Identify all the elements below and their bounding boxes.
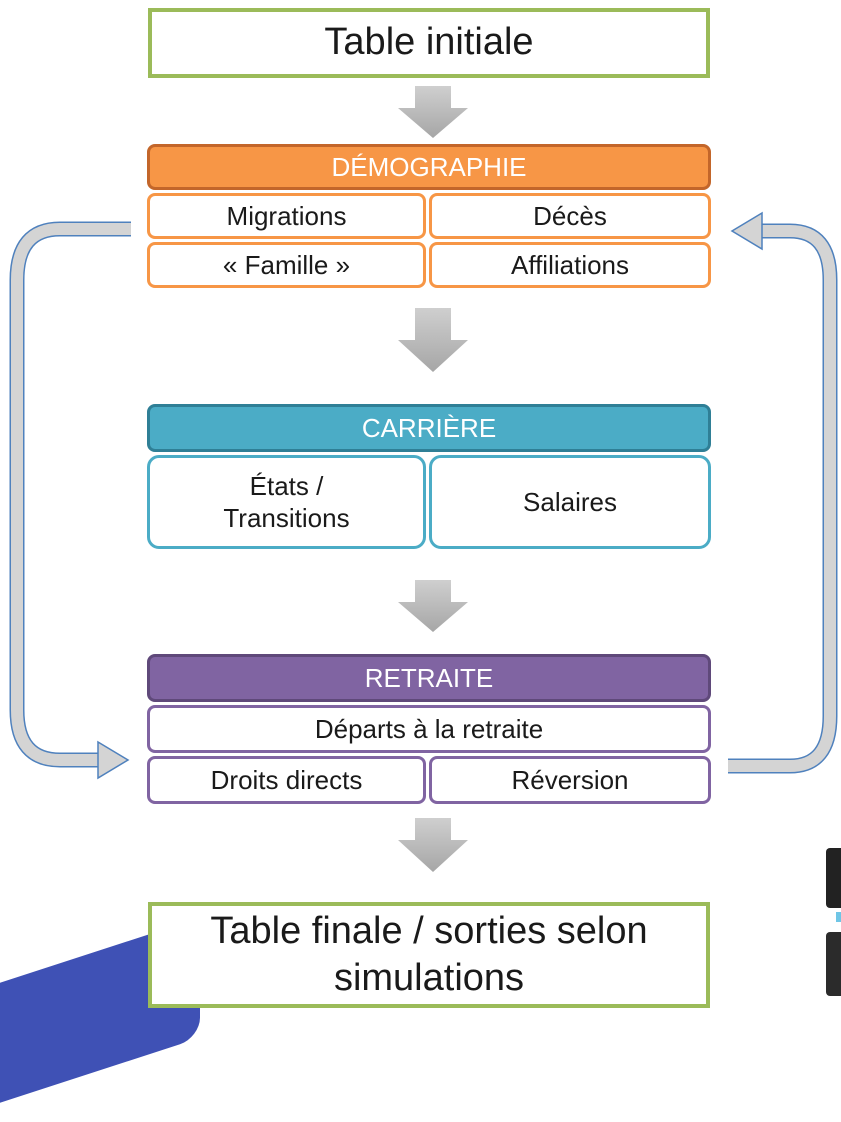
carriere-cell-salaires: Salaires [429,455,711,549]
demographie-cell-affiliations: Affiliations [429,242,711,288]
carriere-cell-label: Salaires [523,486,617,517]
demographie-cell-label: Migrations [226,200,347,231]
demographie-cell-label: Décès [533,200,607,231]
carriere-header: CARRIÈRE [147,404,711,452]
retraite-cell-label: Droits directs [210,764,363,795]
final-table-label: Table finale / sorties selon simulations [210,909,648,1000]
demographie-header-label: DÉMOGRAPHIE [331,151,527,182]
demographie-cell-label: Affiliations [510,249,630,280]
down-arrow-4 [398,818,468,872]
carriere-header-label: CARRIÈRE [361,412,497,443]
demographie-cell-famille: « Famille » [147,242,426,288]
right-loop-arrow [728,211,838,774]
decorative-thumbnail-strip [836,912,841,922]
demographie-cell-deces: Décès [429,193,711,239]
retraite-departs: Départs à la retraite [147,705,711,753]
demographie-cell-label: « Famille » [222,249,351,280]
flow-connectors [9,86,838,872]
final-table-box: Table finale / sorties selon simulations [148,902,710,1008]
initial-table-box: Table initiale [148,8,710,78]
down-arrow-1 [398,86,468,138]
carriere-cell-label: États / Transitions [223,470,350,534]
retraite-departs-label: Départs à la retraite [314,713,544,744]
carriere-cell-etats: États / Transitions [147,455,426,549]
left-loop-arrow [9,221,131,780]
down-arrow-2 [398,308,468,372]
decorative-thumbnail-top [826,848,841,908]
retraite-cell-label: Réversion [511,764,629,795]
demographie-cell-migrations: Migrations [147,193,426,239]
decorative-thumbnail-bottom [826,932,841,996]
retraite-cell-droits-directs: Droits directs [147,756,426,804]
retraite-cell-reversion: Réversion [429,756,711,804]
down-arrow-3 [398,580,468,632]
initial-table-label: Table initiale [324,21,534,64]
retraite-header-label: RETRAITE [364,662,494,693]
retraite-header: RETRAITE [147,654,711,702]
demographie-header: DÉMOGRAPHIE [147,144,711,190]
